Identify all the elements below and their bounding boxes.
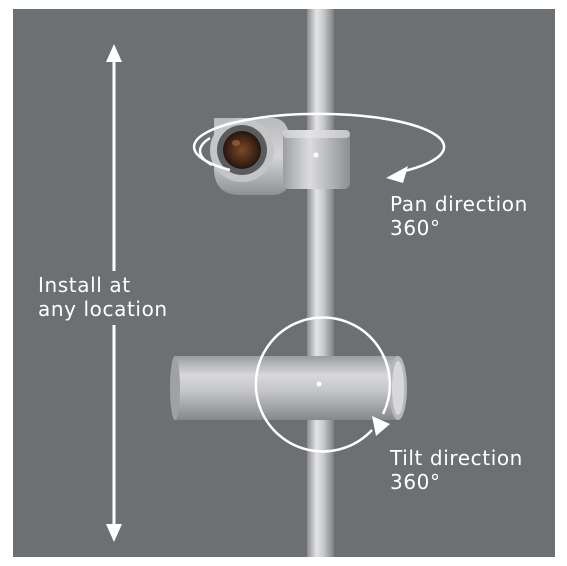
rotation-arrow-icon — [254, 316, 392, 453]
pan-direction-label: Pan direction 360° — [390, 192, 528, 240]
tilt-label-line1: Tilt direction — [390, 446, 523, 470]
tilt-camera-cylinder — [170, 356, 407, 420]
pan-label-line1: Pan direction — [390, 192, 528, 216]
install-label-line1: Install at — [38, 273, 131, 297]
pan-camera-head — [210, 118, 290, 195]
tilt-label-line2: 360° — [390, 470, 441, 494]
tilt-direction-label: Tilt direction 360° — [390, 446, 523, 494]
rotation-arrow-icon — [192, 112, 446, 183]
install-location-label: Install at any location — [38, 271, 170, 325]
install-label-line2: any location — [38, 297, 168, 321]
pan-label-line2: 360° — [390, 216, 441, 240]
mounting-pole — [307, 9, 334, 557]
pan-clamp — [283, 130, 350, 189]
